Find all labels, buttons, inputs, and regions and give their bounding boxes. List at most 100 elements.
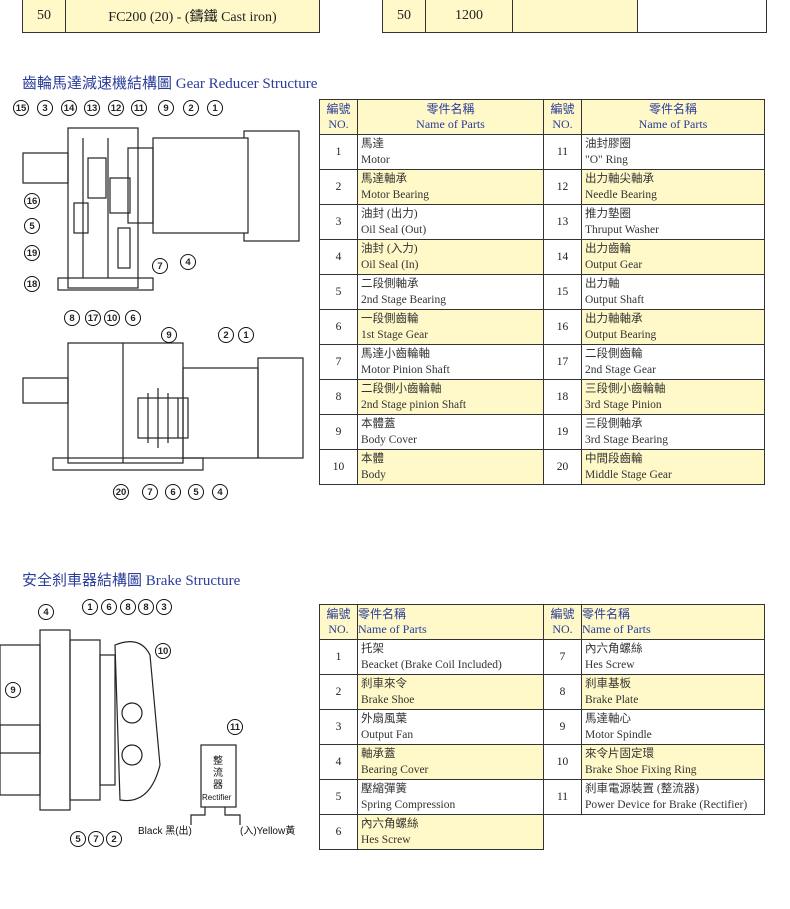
gear-part-name-zh: 二段側軸承: [361, 278, 419, 290]
gear-part-name-en: Output Shaft: [585, 294, 645, 306]
gear-part-no: 2: [319, 169, 358, 205]
brake-part-name-zh: 內六角螺絲: [585, 643, 643, 655]
gear-part-name: 二段側小齒輪軸 2nd Stage pinion Shaft: [357, 379, 544, 415]
gear-callout: 7: [142, 484, 158, 500]
wire-yellow-label: (入)Yellow黃: [240, 826, 296, 837]
gear-callout: 10: [104, 310, 120, 326]
brake-part-no: 3: [319, 709, 358, 745]
gear-part-no: 1: [319, 134, 358, 170]
gear-part-no: 10: [319, 449, 358, 485]
gear-part-name-en: Thruput Washer: [585, 224, 659, 236]
brake-part-name-en: Spring Compression: [361, 799, 456, 811]
gear-part-name: 油封 (出力)Oil Seal (Out): [357, 204, 544, 240]
brake-part-name-zh: 軸承蓋: [361, 748, 396, 760]
gear-part-no: 7: [319, 344, 358, 380]
gear-callout: 5: [188, 484, 204, 500]
brake-callout: 1: [82, 599, 98, 615]
gear-callout: 16: [24, 193, 40, 209]
gear-callout: 3: [37, 100, 53, 116]
gear-part-name-en: 1st Stage Gear: [361, 329, 429, 341]
gear-part-no: 8: [319, 379, 358, 415]
gear-callout: 12: [108, 100, 124, 116]
brake-callout: 6: [101, 599, 117, 615]
rectifier-label-zh: 整流器: [213, 756, 223, 791]
top-cell-no-right: 50: [383, 0, 426, 32]
top-cell-no: 50: [23, 0, 66, 32]
gear-callout: 20: [113, 484, 129, 500]
brake-part-name-en: Beacket (Brake Coil Included): [361, 659, 502, 671]
gear-part-name: 二段側軸承 2nd Stage Bearing: [357, 274, 544, 310]
brake-part-no: 11: [543, 779, 582, 815]
brake-part-name-zh: 刹車電源裝置 (整流器): [585, 783, 700, 795]
brake-part-name: 刹車電源裝置 (整流器) Power Device for Brake (Rect…: [581, 779, 765, 815]
brake-callout: 8: [120, 599, 136, 615]
gear-part-name-zh: 馬達軸承: [361, 173, 407, 185]
gear-part-name-en: 3rd Stage Pinion: [585, 399, 662, 411]
brake-part-no: 1: [319, 639, 358, 675]
gear-part-name: 三段側軸承 3rd Stage Bearing: [581, 414, 765, 450]
gear-part-name-zh: 油封膠圈: [585, 138, 631, 150]
gear-callout: 1: [238, 327, 254, 343]
top-spec-row-left: 50 FC200 (20) - (鑄鐵 Cast iron): [22, 0, 320, 33]
gear-callout: 4: [212, 484, 228, 500]
gear-part-no: 13: [543, 204, 582, 240]
brake-part-no: 6: [319, 814, 358, 850]
brake-part-name-en: Power Device for Brake (Rectifier): [585, 799, 748, 811]
brake-part-name-en: Brake Shoe: [361, 694, 415, 706]
gear-part-name-zh: 三段側軸承: [585, 418, 643, 430]
gear-part-no: 4: [319, 239, 358, 275]
gear-part-no: 5: [319, 274, 358, 310]
brake-diagram: [0, 629, 241, 825]
top-cell-value: 1200: [426, 0, 513, 32]
gear-callout: 13: [84, 100, 100, 116]
gear-part-name-zh: 油封 (入力): [361, 243, 418, 255]
gear-callout: 2: [218, 327, 234, 343]
brake-part-name-en: Hes Screw: [585, 659, 635, 671]
brake-callout: 7: [88, 831, 104, 847]
gear-part-name-en: 2nd Stage Bearing: [361, 294, 446, 306]
brake-part-name-zh: 壓縮彈簧: [361, 783, 407, 795]
gear-part-no: 17: [543, 344, 582, 380]
gear-part-no: 12: [543, 169, 582, 205]
gear-part-name-zh: 出力軸: [585, 278, 620, 290]
gear-part-no: 20: [543, 449, 582, 485]
brake-part-name-zh: 外扇風葉: [361, 713, 407, 725]
brake-part-name-zh: 馬達軸心: [585, 713, 631, 725]
brake-section-title: 安全刹車器結構圖 Brake Structure: [22, 573, 241, 589]
brake-callout: 10: [155, 643, 171, 659]
gear-callout: 4: [180, 254, 196, 270]
gear-callout: 2: [183, 100, 199, 116]
gear-part-name-zh: 出力齒輪: [585, 243, 631, 255]
brake-part-name-zh: 來令片固定環: [585, 748, 654, 760]
gear-part-name-zh: 三段側小齒輪軸: [585, 383, 666, 395]
gear-part-no: 14: [543, 239, 582, 275]
gear-callout: 17: [85, 310, 101, 326]
gear-part-name-en: Oil Seal (Out): [361, 224, 427, 236]
brake-part-name: 馬達軸心 Motor Spindle: [581, 709, 765, 745]
gear-part-no: 16: [543, 309, 582, 345]
gear-part-name-zh: 出力軸尖軸承: [585, 173, 654, 185]
gear-part-name-en: Motor: [361, 154, 390, 166]
gear-part-name-en: 3rd Stage Bearing: [585, 434, 669, 446]
brake-part-name-en: Hes Screw: [361, 834, 411, 846]
gear-part-name-zh: 二段側小齒輪軸: [361, 383, 442, 395]
gear-part-name-en: 2nd Stage pinion Shaft: [361, 399, 467, 411]
brake-part-name-en: Motor Spindle: [585, 729, 652, 741]
